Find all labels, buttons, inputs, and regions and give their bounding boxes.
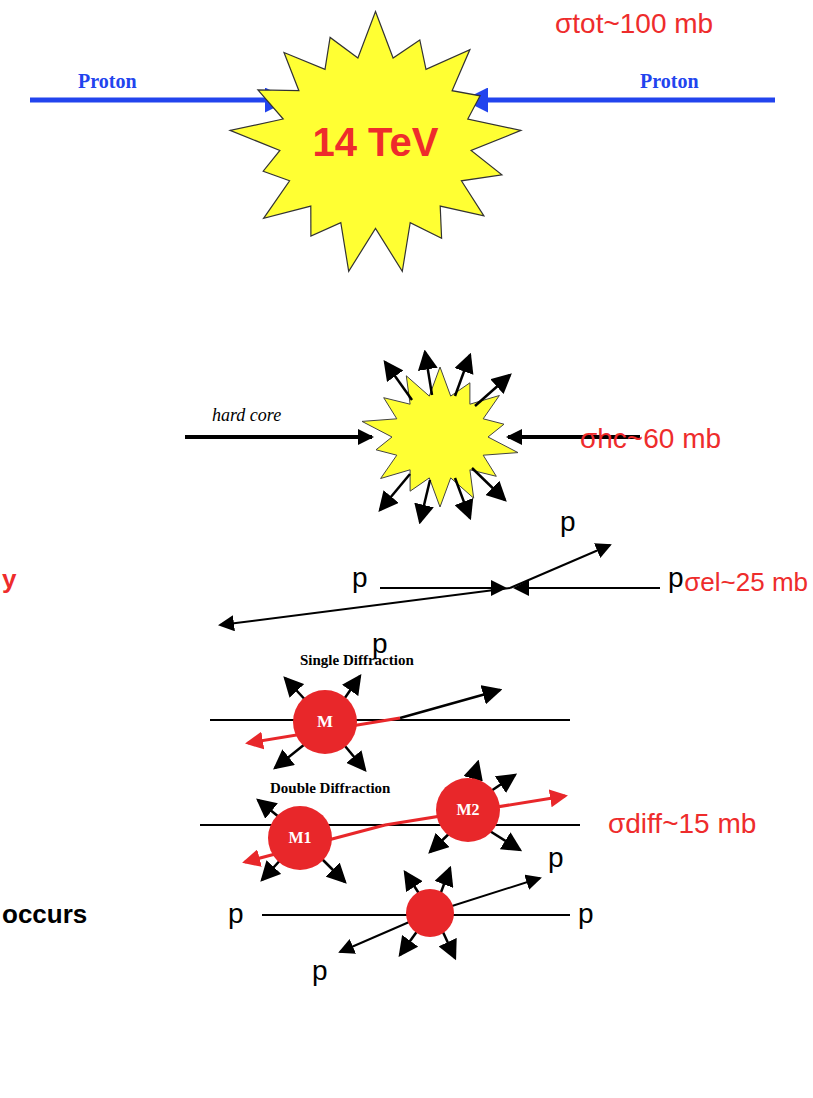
process-title: Double Diffraction [270, 780, 390, 797]
particle-label: p [578, 898, 594, 930]
hard-core-burst [362, 367, 518, 507]
central-diffraction [262, 868, 570, 958]
process-label: hard core [212, 405, 281, 426]
cross-section: σel~25 mb [684, 568, 808, 598]
particle-label: p [668, 562, 684, 594]
process-title: Single Diffraction [300, 652, 414, 669]
hard-core-arrows [185, 352, 640, 522]
proton-beam [468, 98, 775, 103]
hard-core-burst-shape [362, 367, 518, 507]
diffractive-mass: M [293, 690, 357, 754]
cropped-text: y [2, 565, 16, 595]
particle-label: p [548, 842, 564, 874]
mass-label: M2 [456, 801, 479, 819]
energy-label: 14 TeV [313, 120, 439, 165]
particle-label: p [352, 562, 368, 594]
particle-label: p [560, 506, 576, 538]
proton-beam [30, 98, 285, 103]
beam-label: Proton [78, 70, 137, 93]
single-diffraction [210, 676, 570, 770]
cross-section: σhc~60 mb [580, 423, 721, 455]
cross-section: σtot~100 mb [555, 8, 713, 40]
diffractive-mass: M1 [268, 806, 332, 870]
double-diffraction [200, 762, 580, 882]
cross-section: σdiff~15 mb [608, 808, 756, 840]
mass-label: M [317, 712, 333, 732]
cropped-text: occurs [2, 900, 87, 930]
particle-label: p [228, 898, 244, 930]
elastic-scattering [220, 545, 660, 625]
collision-burst: 14 TeV [228, 10, 523, 275]
particle-label: p [312, 955, 328, 987]
beam-label: Proton [640, 70, 699, 93]
mass-label: M1 [288, 829, 311, 847]
diffractive-mass: M2 [436, 778, 500, 842]
